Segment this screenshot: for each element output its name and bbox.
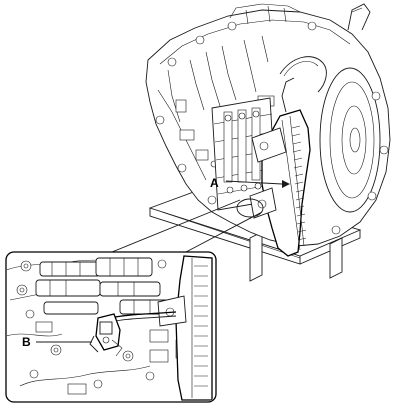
inset-contents: [7, 255, 213, 401]
transmission-assembly: A: [145, 3, 391, 282]
detail-inset: B: [5, 251, 217, 403]
label-a: A: [210, 176, 219, 190]
solenoid-connector: [89, 311, 177, 357]
inset-bolts: [16, 259, 167, 389]
zoom-leader-lines: [111, 198, 264, 253]
inset-harness-connector: [157, 255, 213, 401]
harness-bracket: [249, 77, 311, 257]
label-a-leader: [225, 180, 290, 188]
label-b: B: [22, 335, 31, 349]
